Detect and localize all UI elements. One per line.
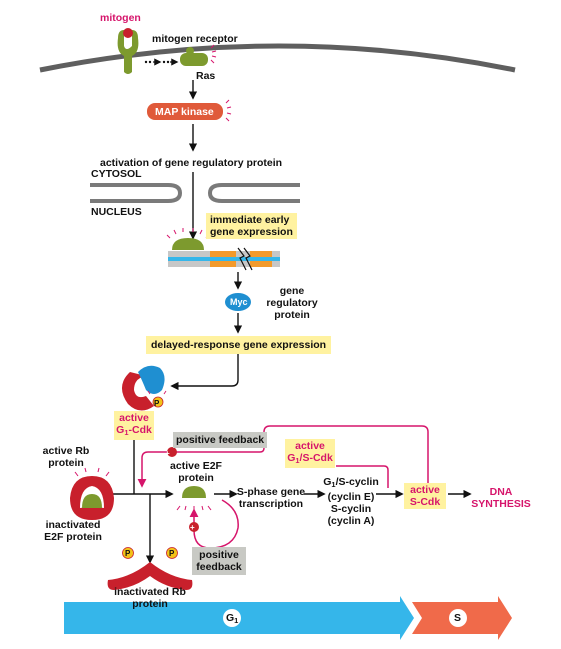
active-s-cdk-line2: S-Cdk <box>409 496 441 508</box>
active-s-cdk-line1: active <box>410 484 440 496</box>
ras-label: Ras <box>196 70 216 82</box>
phosphate-rb-left: P <box>125 549 131 558</box>
s-phase-arrow <box>412 596 512 640</box>
active-g1-cdk-line1: active <box>119 412 149 424</box>
sphase-transcription-label: S-phase gene transcription <box>236 486 306 510</box>
inactivated-rb-label: inactivated Rb protein <box>108 586 192 610</box>
phosphate-g1cdk: P <box>154 399 160 408</box>
active-e2f-line1: active E2F <box>170 460 222 472</box>
active-g1s-cdk-box: active G1/S-Cdk <box>285 439 335 468</box>
immediate-early-line2: gene expression <box>210 226 293 238</box>
g1scdk-sub: 1 <box>295 456 300 465</box>
gene-regulatory-label: gene regulatory protein <box>262 285 322 321</box>
feedback-loop-g1scdk <box>336 465 389 488</box>
g1cdk-g: G <box>116 424 125 436</box>
cyclin-g: G <box>323 476 332 488</box>
s-phase-label: S <box>454 612 462 624</box>
active-e2f-label: active E2F protein <box>166 460 226 484</box>
inactivated-e2f-line2: E2F protein <box>44 531 102 543</box>
myc-label: Myc <box>230 297 248 307</box>
active-g1-cdk-line2: G1-Cdk <box>114 424 154 439</box>
dna-synthesis-label: DNA SYNTHESIS <box>470 486 532 510</box>
cytosol-label: CYTOSOL <box>91 168 142 180</box>
g1scdk-rest: /S-Cdk <box>299 452 333 464</box>
activation-label: activation of gene regulatory protein <box>100 157 283 169</box>
feedback-arrow-to-rb <box>137 451 200 488</box>
active-g1-cdk-box: active G1-Cdk <box>114 411 154 440</box>
dna-line1: DNA <box>489 486 513 498</box>
e2f-self-feedback <box>189 499 239 549</box>
cyclin-e: (cyclin E) <box>327 491 375 503</box>
phase-g: G <box>226 612 235 624</box>
plus-sign-bottom <box>189 522 199 532</box>
immediate-early-line1: immediate early <box>210 214 290 226</box>
positive-feedback-bottom-line1: positive <box>199 549 239 561</box>
immediate-early-box: immediate early gene expression <box>206 213 297 239</box>
g1-phase-label: G1 <box>226 612 238 627</box>
active-g1s-cdk-line1: active <box>295 440 325 452</box>
mitogen-label: mitogen <box>100 12 141 24</box>
active-e2f-shape <box>176 486 212 511</box>
plus-top-label: + <box>165 449 170 458</box>
inactivated-e2f-label: inactivated E2F protein <box>38 519 108 543</box>
bound-regulatory-protein <box>166 228 210 250</box>
ras-protein <box>180 44 217 66</box>
active-rb-line1: active Rb <box>42 445 90 457</box>
arrow-delayed-g1cdk <box>170 354 239 391</box>
active-s-cdk-box: active S-Cdk <box>404 483 446 509</box>
inactivated-rb-shape <box>107 547 193 590</box>
active-rb-label: active Rb protein <box>38 445 94 469</box>
active-g1s-cdk-line2: G1/S-Cdk <box>285 452 335 467</box>
g1-phase-arrow <box>64 596 414 640</box>
gene-regulatory-line3: protein <box>274 309 310 321</box>
map-kinase-shape <box>147 99 232 122</box>
mitogen-receptor <box>117 30 139 74</box>
feedback-loop-scdk <box>200 425 429 488</box>
dna-line2: SYNTHESIS <box>471 498 531 510</box>
gene-regulatory-line2: regulatory <box>266 297 318 309</box>
inactivated-rb-line1: inactivated Rb <box>114 586 186 598</box>
positive-feedback-top-box: positive feedback <box>173 432 268 448</box>
plasma-membrane <box>39 43 516 73</box>
sphase-line1: S-phase gene <box>236 486 306 498</box>
map-kinase-label: MAP kinase <box>155 106 214 118</box>
active-e2f-line2: protein <box>178 472 214 484</box>
signal-dashes <box>144 58 179 66</box>
sphase-line2: transcription <box>238 498 304 510</box>
nuclear-envelope <box>90 183 300 203</box>
g1cdk-rest: -Cdk <box>128 424 152 436</box>
positive-feedback-bottom-line2: feedback <box>196 561 242 573</box>
inactivated-e2f-line1: inactivated <box>45 519 101 531</box>
plus-sign-top <box>167 447 177 457</box>
mitogen-ligand <box>123 28 133 38</box>
cyclin-line1: G1/S-cyclin <box>322 476 380 491</box>
g1scdk-g: G <box>287 452 296 464</box>
phosphate-rb-right: P <box>169 549 175 558</box>
cyclin-a: (cyclin A) <box>327 515 375 527</box>
s-cyclin: S-cyclin <box>330 503 372 515</box>
dna-strand <box>168 247 280 271</box>
positive-feedback-bottom-box: positive feedback <box>192 547 246 575</box>
phase-g-sub: 1 <box>234 616 239 625</box>
gene-regulatory-line1: gene <box>279 285 305 297</box>
active-rb-line2: protein <box>48 457 84 469</box>
plus-bottom-label: + <box>190 523 195 532</box>
nucleus-label: NUCLEUS <box>91 206 142 218</box>
cyclin-rest: /S-cyclin <box>335 476 379 488</box>
myc-protein <box>225 293 251 311</box>
rb-e2f-complex <box>70 467 114 520</box>
delayed-response-box: delayed-response gene expression <box>146 336 332 354</box>
mitogen-receptor-label: mitogen receptor <box>152 33 238 45</box>
g1-cdk-complex <box>121 365 167 411</box>
cyclin-sub: 1 <box>331 480 336 489</box>
g1cdk-sub: 1 <box>124 428 129 437</box>
inactivated-rb-line2: protein <box>132 598 168 610</box>
cyclin-label: G1/S-cyclin (cyclin E) S-cyclin (cyclin … <box>322 476 380 527</box>
